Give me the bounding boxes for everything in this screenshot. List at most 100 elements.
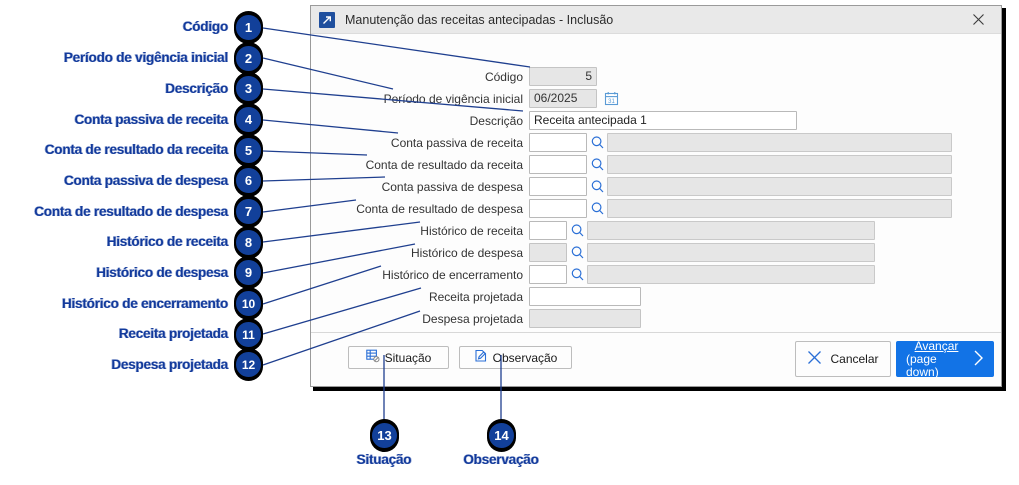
annotation-badge-5: 5	[234, 136, 263, 165]
field-row-conta-resultado-despesa: Conta de resultado de despesa	[331, 199, 952, 218]
search-icon[interactable]	[589, 200, 606, 217]
annotation-label-13: Situação	[356, 452, 412, 467]
label-conta-passiva-receita: Conta passiva de receita	[390, 135, 523, 150]
input-conta-resultado-despesa-codigo[interactable]	[529, 199, 587, 218]
situacao-button[interactable]: Situação	[348, 346, 449, 369]
input-conta-resultado-despesa-descricao[interactable]	[607, 199, 952, 218]
svg-text:31: 31	[608, 99, 615, 105]
annotation-label-8: Histórico de receita	[106, 234, 229, 249]
label-descricao: Descrição	[469, 113, 523, 128]
input-receita-projetada[interactable]	[529, 287, 641, 306]
annotation-badge-7: 7	[234, 197, 263, 226]
avancar-button[interactable]: Avançar (page down)	[896, 338, 994, 379]
dialog-titlebar: Manutenção das receitas antecipadas - In…	[311, 6, 1001, 34]
annotation-label-2: Período de vigência inicial	[63, 50, 228, 65]
annotation-badge-4: 4	[234, 105, 263, 134]
annotation-label-14: Observação	[463, 452, 539, 467]
search-icon[interactable]	[589, 134, 606, 151]
annotation-label-11: Receita projetada	[118, 326, 228, 341]
field-row-periodo-vigencia-inicial: Período de vigência inicial 06/2025 31	[331, 89, 619, 108]
label-conta-resultado-receita: Conta de resultado da receita	[365, 157, 523, 172]
label-historico-encerramento: Histórico de encerramento	[382, 267, 523, 282]
x-icon	[807, 350, 822, 368]
annotation-label-5: Conta de resultado da receita	[44, 142, 228, 157]
search-icon[interactable]	[589, 156, 606, 173]
input-historico-receita-descricao[interactable]	[587, 221, 875, 240]
input-conta-resultado-receita-codigo[interactable]	[529, 155, 587, 174]
field-row-conta-passiva-despesa: Conta passiva de despesa	[331, 177, 952, 196]
annotation-badge-2: 2	[234, 44, 263, 73]
annotation-label-10: Histórico de encerramento	[61, 296, 228, 311]
annotation-label-4: Conta passiva de receita	[74, 112, 228, 127]
search-icon[interactable]	[589, 178, 606, 195]
input-conta-passiva-despesa-descricao[interactable]	[607, 177, 952, 196]
label-conta-passiva-despesa: Conta passiva de despesa	[381, 179, 523, 194]
input-conta-passiva-despesa-codigo[interactable]	[529, 177, 587, 196]
search-icon[interactable]	[569, 244, 586, 261]
avancar-button-label: Avançar	[914, 338, 959, 353]
input-historico-despesa-codigo[interactable]	[529, 243, 567, 262]
annotation-label-3: Descrição	[165, 81, 228, 96]
input-historico-encerramento-descricao[interactable]	[587, 265, 875, 284]
observacao-button-label: Observação	[492, 350, 558, 365]
field-row-codigo: Código 5	[331, 67, 597, 86]
dialog-body: Código 5 Período de vigência inicial 06/…	[311, 34, 1001, 334]
annotation-badge-8: 8	[234, 228, 263, 257]
dialog-window: Manutenção das receitas antecipadas - In…	[310, 5, 1002, 387]
dialog-title: Manutenção das receitas antecipadas - In…	[345, 12, 614, 27]
annotation-label-7: Conta de resultado de despesa	[34, 204, 228, 219]
input-conta-passiva-receita-descricao[interactable]	[607, 133, 952, 152]
annotation-badge-9: 9	[234, 258, 263, 287]
cancelar-button[interactable]: Cancelar	[795, 341, 891, 377]
status-table-icon	[365, 349, 380, 366]
search-icon[interactable]	[569, 266, 586, 283]
label-conta-resultado-despesa: Conta de resultado de despesa	[356, 201, 523, 216]
annotation-badge-1: 1	[234, 13, 263, 42]
pencil-note-icon	[474, 349, 488, 366]
input-codigo[interactable]: 5	[529, 67, 597, 86]
input-descricao[interactable]: Receita antecipada 1	[529, 111, 797, 130]
input-historico-despesa-descricao[interactable]	[587, 243, 875, 262]
label-periodo-vigencia-inicial: Período de vigência inicial	[383, 91, 523, 106]
input-conta-resultado-receita-descricao[interactable]	[607, 155, 952, 174]
maximize-arrow-icon	[319, 11, 335, 28]
annotation-badge-3: 3	[234, 74, 263, 103]
label-historico-despesa: Histórico de despesa	[410, 245, 523, 260]
avancar-button-labels: Avançar (page down)	[906, 338, 967, 379]
input-periodo-vigencia-inicial[interactable]: 06/2025	[529, 89, 597, 108]
cancelar-button-label: Cancelar	[830, 352, 879, 366]
annotation-label-6: Conta passiva de despesa	[63, 173, 228, 188]
annotation-badge-10: 10	[234, 289, 263, 318]
input-historico-encerramento-codigo[interactable]	[529, 265, 567, 284]
field-row-historico-receita: Histórico de receita	[331, 221, 875, 240]
annotation-label-9: Histórico de despesa	[96, 265, 228, 280]
annotation-badge-6: 6	[234, 166, 263, 195]
label-despesa-projetada: Despesa projetada	[422, 311, 523, 326]
annotation-badge-12: 12	[234, 350, 263, 379]
annotation-badge-13: 13	[370, 421, 399, 450]
input-despesa-projetada[interactable]	[529, 309, 641, 328]
label-historico-receita: Histórico de receita	[420, 223, 523, 238]
label-receita-projetada: Receita projetada	[428, 289, 523, 304]
input-conta-passiva-receita-codigo[interactable]	[529, 133, 587, 152]
situacao-button-label: Situação	[384, 350, 432, 365]
annotation-label-1: Código	[182, 19, 228, 34]
calendar-icon[interactable]: 31	[604, 91, 619, 106]
observacao-button[interactable]: Observação	[459, 346, 572, 369]
annotation-label-12: Despesa projetada	[111, 357, 228, 372]
input-historico-receita-codigo[interactable]	[529, 221, 567, 240]
field-row-receita-projetada: Receita projetada	[331, 287, 641, 306]
field-row-conta-passiva-receita: Conta passiva de receita	[331, 133, 952, 152]
dialog-footer: Situação Observação Cancelar	[311, 332, 1001, 386]
annotation-badge-14: 14	[487, 421, 516, 450]
close-icon[interactable]	[956, 6, 1001, 33]
field-row-despesa-projetada: Despesa projetada	[331, 309, 641, 328]
annotation-badge-11: 11	[234, 320, 263, 349]
field-row-historico-despesa: Histórico de despesa	[331, 243, 875, 262]
field-row-conta-resultado-receita: Conta de resultado da receita	[331, 155, 952, 174]
label-codigo: Código	[484, 69, 523, 84]
avancar-button-sublabel: (page down)	[906, 351, 939, 379]
search-icon[interactable]	[569, 222, 586, 239]
